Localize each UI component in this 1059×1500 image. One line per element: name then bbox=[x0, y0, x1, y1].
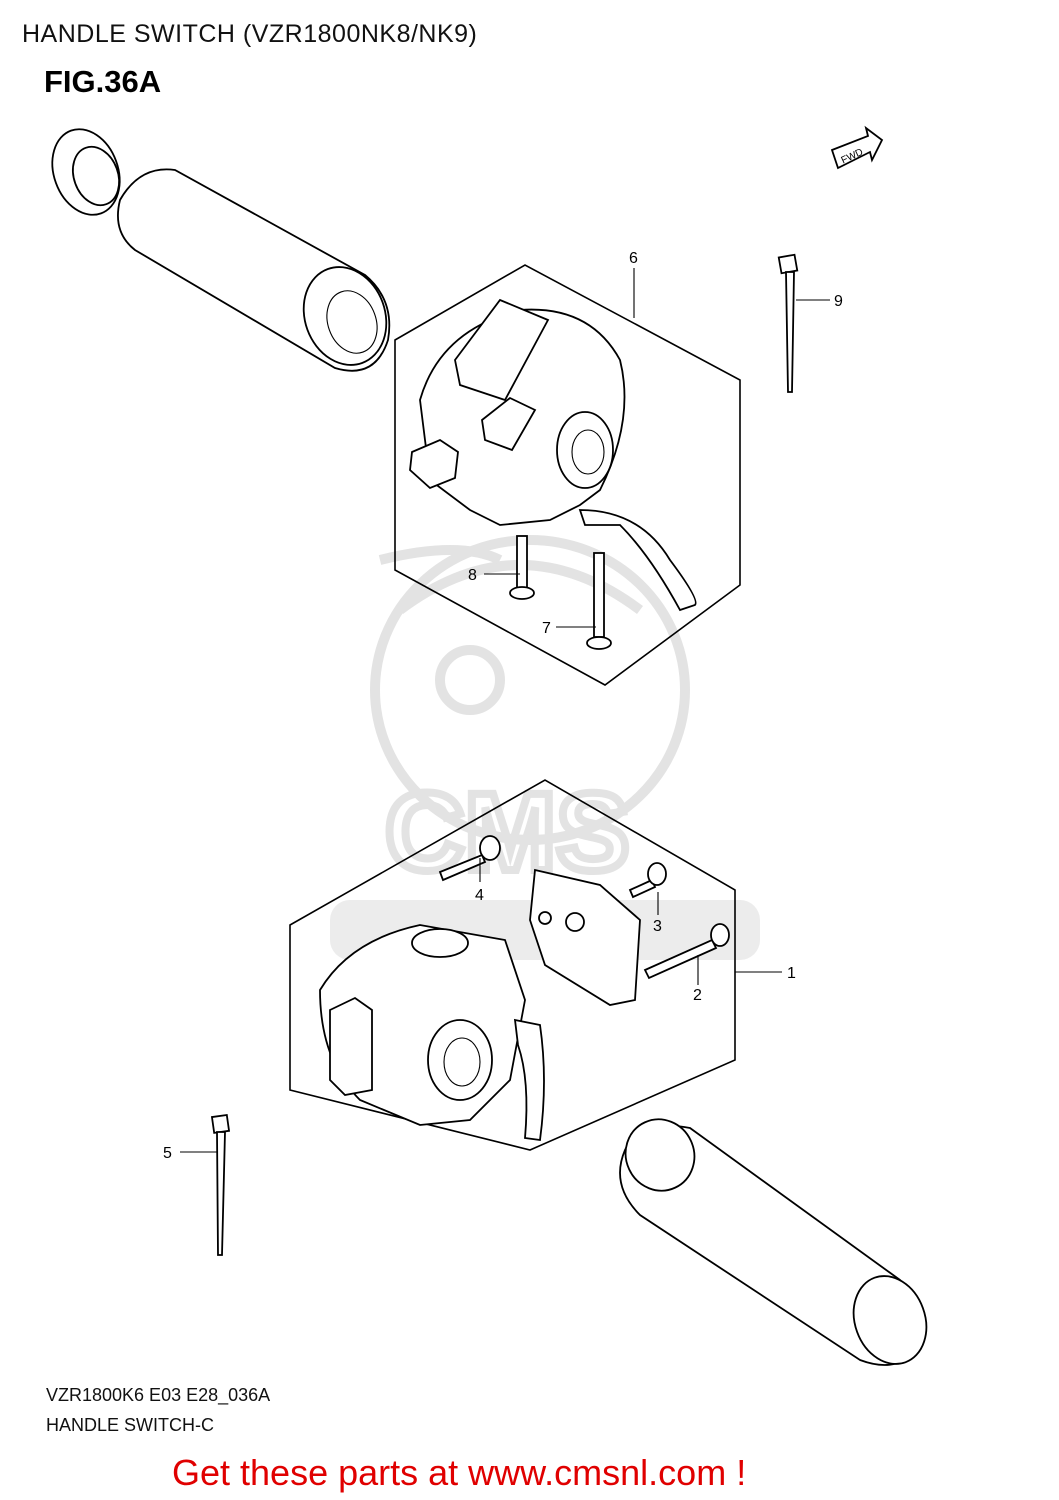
callout-9: 9 bbox=[834, 293, 843, 310]
callout-3: 3 bbox=[653, 918, 662, 935]
diagram-name: HANDLE SWITCH-C bbox=[46, 1415, 215, 1435]
fwd-arrow-icon: FWD bbox=[830, 125, 884, 170]
callout-7: 7 bbox=[542, 620, 551, 637]
right-handlebar-switch bbox=[319, 924, 545, 1142]
screw-8 bbox=[509, 535, 535, 600]
cable-tie-9 bbox=[777, 253, 799, 393]
switch-bracket bbox=[529, 868, 641, 1006]
callout-2: 2 bbox=[693, 987, 702, 1004]
screw-4 bbox=[438, 835, 501, 882]
diagram-title: HANDLE SWITCH (VZR1800NK8/NK9) bbox=[22, 20, 478, 48]
watermark-text: CMS bbox=[385, 771, 629, 894]
screw-2 bbox=[643, 923, 730, 980]
cable-tie-5 bbox=[210, 1113, 231, 1256]
upper-group-outline bbox=[394, 264, 741, 686]
right-throttle-grip bbox=[619, 1118, 928, 1366]
figure-number: FIG.36A bbox=[44, 64, 162, 99]
callout-1: 1 bbox=[787, 965, 796, 982]
lower-group-outline bbox=[289, 779, 736, 1151]
callout-5: 5 bbox=[163, 1145, 172, 1162]
left-handlebar-switch bbox=[409, 298, 697, 612]
callout-leaders bbox=[180, 268, 830, 1153]
left-grip bbox=[51, 128, 391, 372]
promo-banner: Get these parts at www.cmsnl.com ! bbox=[172, 1452, 747, 1493]
callout-4: 4 bbox=[475, 887, 484, 904]
diagram-code: VZR1800K6 E03 E28_036A bbox=[46, 1385, 271, 1405]
screw-7 bbox=[586, 552, 612, 650]
callout-6: 6 bbox=[629, 250, 638, 267]
screw-3 bbox=[628, 862, 667, 899]
callout-8: 8 bbox=[468, 567, 477, 584]
